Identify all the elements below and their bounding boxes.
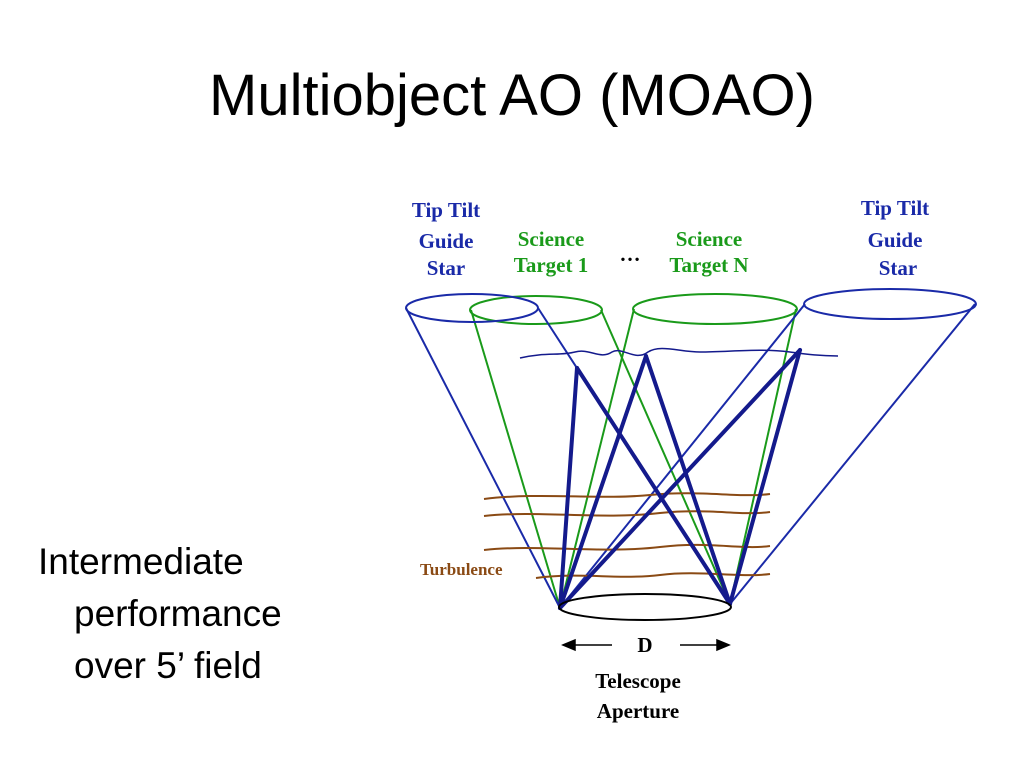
science-1-cone-left (470, 309, 561, 609)
aperture-line-1: Telescope (595, 669, 681, 693)
dimension-arrow (561, 638, 731, 652)
guide-left-cone-left (405, 307, 561, 609)
turbulence-layer-1 (483, 492, 771, 500)
dimension-label: D (637, 633, 652, 657)
tt-right-line-2: Guide (868, 228, 923, 252)
bullet-text: Intermediate performance over 5’ field (38, 536, 358, 692)
guide-star-left-ellipse (405, 293, 539, 323)
aperture-line-2: Aperture (597, 699, 679, 723)
ray-6 (728, 348, 802, 606)
turbulence-label: Turbulence (420, 560, 503, 579)
science-1-cone-right (600, 309, 731, 605)
science-n-cone-left (559, 308, 635, 609)
bullet-line-1: Intermediate (38, 541, 244, 582)
turbulence-layer-3 (483, 543, 771, 551)
bullet-line-2: performance (74, 593, 282, 634)
slide-title: Multiobject AO (MOAO) (209, 63, 815, 128)
ray-4 (644, 354, 732, 606)
bullet-line-3: over 5’ field (74, 645, 262, 686)
guide-star-right-ellipse (803, 288, 977, 320)
science-target-1-ellipse (469, 295, 603, 325)
guide-right-cone-left (559, 303, 806, 609)
telescope-aperture-ellipse (558, 593, 732, 621)
ray-5 (558, 348, 802, 610)
sci1-line-1: Science (518, 227, 584, 251)
ray-1 (558, 366, 579, 610)
turbulence-layer-2 (483, 510, 771, 517)
tt-left-line-1: Tip Tilt (412, 198, 480, 222)
science-cones (469, 293, 798, 609)
arrowhead-right (716, 638, 731, 652)
dm-surface (519, 347, 839, 359)
arrowhead-left (561, 638, 576, 652)
science-n-cone-right (729, 308, 797, 605)
thick-rays (558, 348, 802, 610)
tt-left-line-3: Star (427, 256, 466, 280)
sciN-line-1: Science (676, 227, 742, 251)
tt-left-line-2: Guide (419, 229, 474, 253)
ray-3 (558, 354, 648, 610)
science-target-n-ellipse (632, 293, 798, 325)
ellipsis-label: … (620, 242, 641, 266)
guide-right-cone-right (729, 303, 976, 605)
sci1-line-2: Target 1 (514, 253, 588, 277)
ray-2 (575, 366, 732, 606)
tt-right-line-1: Tip Tilt (861, 196, 929, 220)
tt-right-line-3: Star (879, 256, 918, 280)
sciN-line-2: Target N (669, 253, 748, 277)
